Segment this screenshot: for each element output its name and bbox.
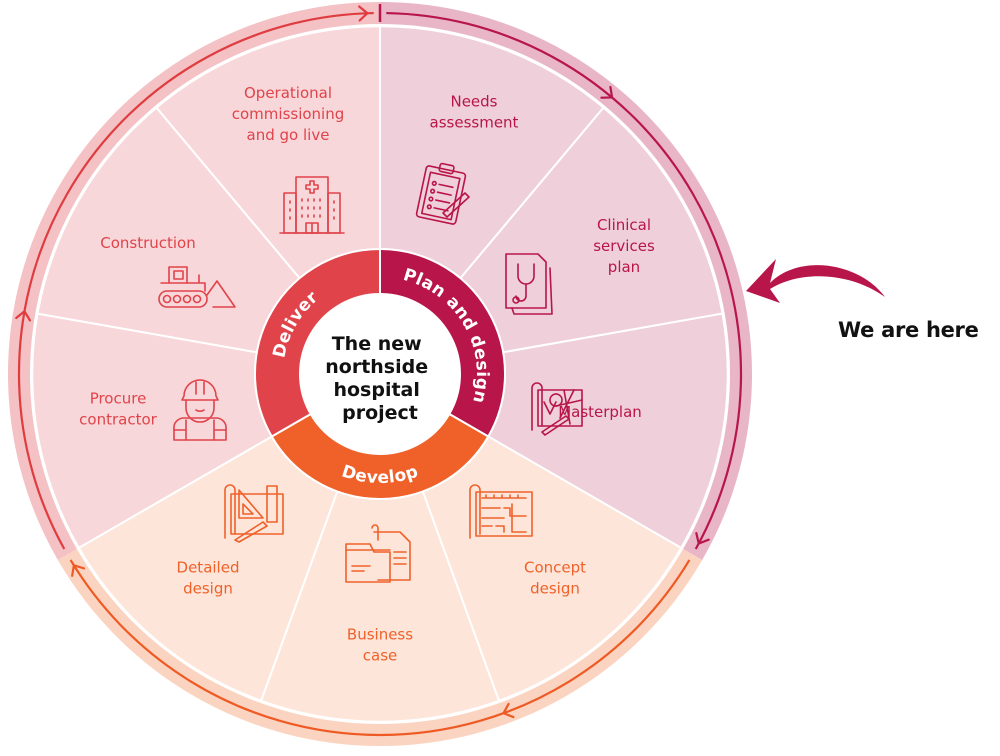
- arrowhead-icon: [358, 5, 370, 22]
- segment-label-line: plan: [608, 258, 640, 276]
- we-are-here-label: We are here: [838, 318, 979, 342]
- segment-label-line: Needs: [450, 93, 497, 111]
- segment-label: Business case: [347, 626, 413, 665]
- segment-label-line: Detailed: [177, 559, 240, 577]
- segment-label: Masterplan: [558, 403, 642, 421]
- arrowhead-icon: [71, 563, 86, 577]
- center-hub: The new northside hospital project: [300, 294, 460, 454]
- cycle-arrow-line-plan: [386, 11, 743, 550]
- cycle-arrow-line-develop: [69, 559, 691, 737]
- segment-outline: [30, 24, 730, 724]
- segment-label-line: case: [363, 647, 397, 665]
- segment-label-line: commissioning: [232, 105, 345, 123]
- phase-band-plan: [380, 2, 752, 560]
- segment-label: Construction: [100, 234, 196, 252]
- segment-label-line: Business: [347, 626, 413, 644]
- segment-label-line: design: [183, 580, 233, 598]
- center-title-line: project: [342, 402, 418, 424]
- segment-label-line: services: [593, 237, 655, 255]
- we-are-here-arrow-icon: [746, 259, 885, 303]
- arrowhead-icon: [501, 702, 515, 719]
- segment-label: Needs assessment: [430, 93, 519, 132]
- segment-label-line: Procure: [90, 390, 147, 408]
- center-title-line: hospital: [333, 379, 419, 401]
- segment-label-line: Masterplan: [558, 403, 642, 421]
- center-title-line: northside: [325, 356, 428, 378]
- segment-label-line: assessment: [430, 114, 519, 132]
- drafting-tools-icon: [224, 484, 284, 543]
- arrowhead-icon: [15, 309, 32, 322]
- floor-plan-blueprint-icon: [469, 484, 533, 539]
- segment-label-line: and go live: [247, 126, 330, 144]
- construction-worker-icon: [173, 379, 227, 441]
- center-circle: [300, 294, 460, 454]
- segment-label: Detailed design: [177, 559, 240, 598]
- stethoscope-document-icon: [505, 253, 553, 315]
- segment-label-line: Clinical: [597, 216, 651, 234]
- segment-label: Operational commissioning and go live: [232, 84, 345, 144]
- center-title: The new northside hospital project: [325, 333, 435, 424]
- segment-label: Clinical services plan: [593, 216, 655, 276]
- segment-label-line: contractor: [79, 411, 157, 429]
- segment-label-line: Concept: [524, 559, 586, 577]
- map-pin-plan-icon: [531, 382, 583, 436]
- phase-band-deliver: [7, 2, 380, 560]
- bulldozer-icon: [158, 266, 236, 308]
- folder-documents-icon: [345, 524, 411, 583]
- segment-label: Procure contractor: [79, 390, 157, 429]
- arrowhead-icon: [600, 85, 614, 99]
- cycle-arrows: [15, 4, 743, 737]
- clipboard-checklist-icon: [415, 162, 470, 225]
- cycle-arrow-line-deliver: [17, 11, 374, 550]
- segment-label-line: design: [530, 580, 580, 598]
- segment-label-line: Construction: [100, 234, 196, 252]
- segment-label: Concept design: [524, 559, 586, 598]
- hospital-building-icon: [279, 176, 345, 234]
- arrowhead-icon: [695, 532, 710, 545]
- segment-label-line: Operational: [244, 84, 332, 102]
- center-title-line: The new: [332, 333, 422, 355]
